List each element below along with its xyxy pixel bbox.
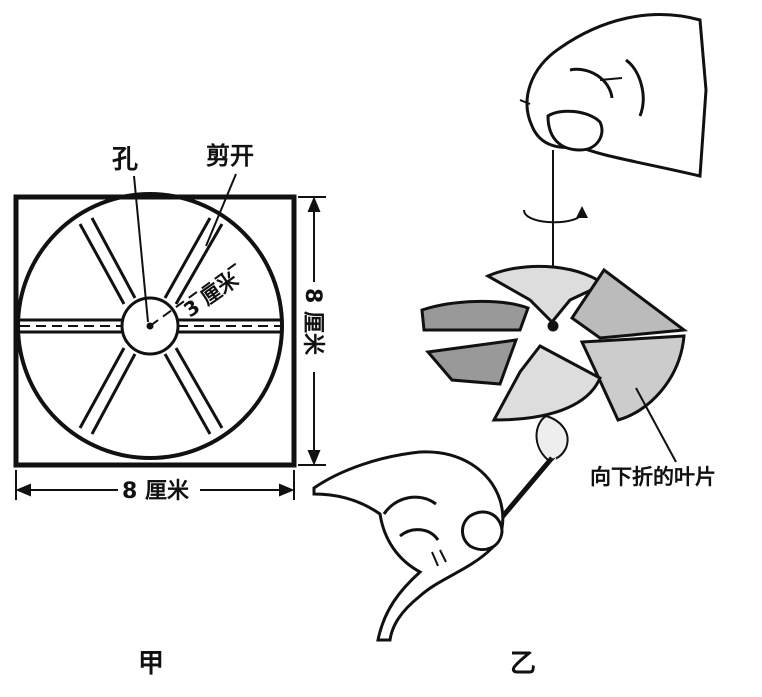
blade-left-top bbox=[420, 299, 530, 332]
rotation-arrowhead bbox=[576, 206, 588, 218]
cut-pointer bbox=[205, 173, 237, 247]
blade-left-bottom bbox=[425, 338, 519, 386]
flame bbox=[535, 414, 569, 462]
width-dimension bbox=[15, 470, 295, 500]
hole-label: 孔 bbox=[112, 145, 138, 175]
cut-lines bbox=[20, 217, 280, 435]
blade-label: 向下折的叶片 bbox=[590, 465, 716, 489]
caption-b: 乙 bbox=[510, 649, 536, 679]
lower-hand bbox=[312, 450, 505, 642]
figure-b bbox=[312, 13, 708, 642]
blade-top bbox=[484, 264, 608, 325]
blade-right-bottom bbox=[579, 334, 686, 422]
height-dimension bbox=[298, 196, 326, 466]
width-label: 8 厘米 bbox=[122, 479, 190, 504]
blade-bottom bbox=[491, 344, 602, 422]
paper-square bbox=[13, 194, 297, 468]
upper-hand bbox=[519, 13, 708, 178]
caption-a: 甲 bbox=[138, 649, 164, 679]
dashed-guides bbox=[20, 261, 282, 327]
match-stick bbox=[496, 456, 554, 524]
cut-label: 剪开 bbox=[206, 142, 254, 170]
blade-pointer bbox=[635, 387, 677, 463]
hole-pointer bbox=[133, 175, 149, 323]
pinwheel-hub bbox=[547, 320, 559, 332]
height-label: 8 厘米 bbox=[300, 288, 325, 356]
pinwheel bbox=[420, 264, 689, 422]
figure-a bbox=[13, 173, 326, 500]
blade-right-top bbox=[569, 267, 689, 340]
radius-label: 3 厘米 bbox=[179, 267, 243, 322]
